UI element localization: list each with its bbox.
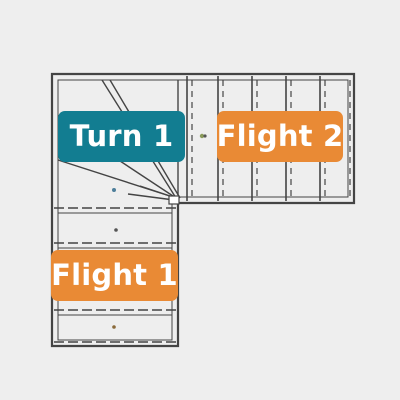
flight-1-tread-thin bbox=[58, 212, 172, 316]
flight-2-label: Flight 2 bbox=[217, 111, 343, 162]
plan-markers bbox=[112, 133, 207, 329]
newel-post bbox=[168, 195, 180, 205]
turn-1-label: Turn 1 bbox=[58, 111, 185, 162]
flight-1-label: Flight 1 bbox=[51, 250, 178, 301]
